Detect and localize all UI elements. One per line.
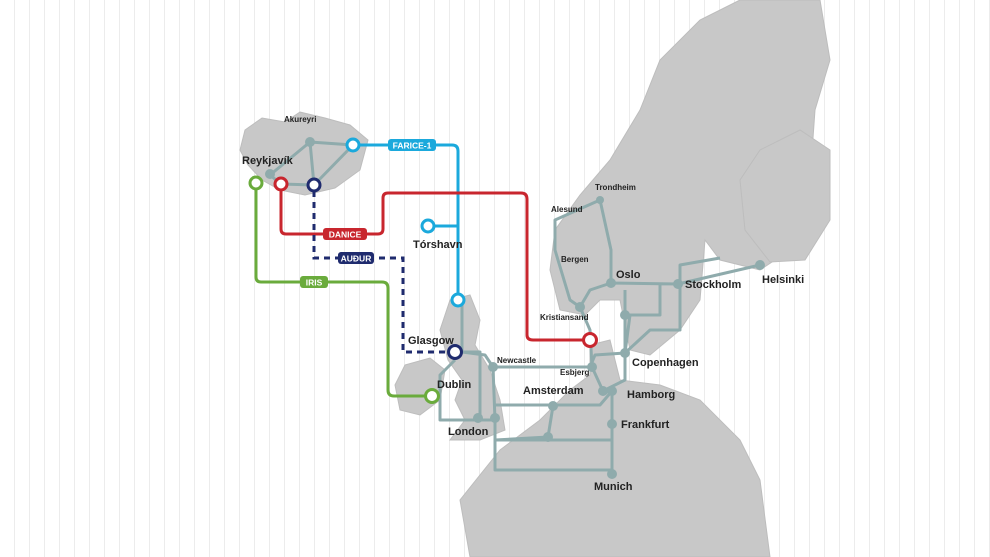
- city-dublin: Dublin: [437, 379, 471, 391]
- city-amsterdam: Amsterdam: [523, 385, 584, 397]
- cable-iris: IRIS: [248, 175, 440, 404]
- city-trondheim: Trondheim: [595, 183, 636, 192]
- city-stockholm: Stockholm: [685, 279, 741, 291]
- city-akureyri: Akureyri: [284, 115, 316, 124]
- city-oslo: Oslo: [616, 269, 641, 281]
- nodes: [265, 137, 765, 479]
- city-copenhagen: Copenhagen: [632, 357, 699, 369]
- city-esbjerg: Esbjerg: [560, 368, 589, 377]
- city-glasgow: Glasgow: [408, 335, 454, 347]
- great-britain: [439, 294, 506, 441]
- city-kristiansand: Kristiansand: [540, 313, 589, 322]
- cable-danice: DANICE: [273, 176, 598, 348]
- cable-audur: AUÐUR: [306, 177, 463, 360]
- city-labels: Akureyri Reykjavík Tórshavn Glasgow Dubl…: [242, 115, 804, 493]
- audur-label: AUÐUR: [341, 254, 372, 264]
- city-bergen: Bergen: [561, 255, 589, 264]
- terrestrial-network: [265, 137, 765, 479]
- city-helsinki: Helsinki: [762, 274, 804, 286]
- city-torshavn: Tórshavn: [413, 239, 463, 251]
- cable-farice: FARICE-1: [345, 137, 466, 308]
- city-newcastle: Newcastle: [497, 356, 537, 365]
- city-munich: Munich: [594, 481, 633, 493]
- city-reykjavik: Reykjavík: [242, 155, 294, 167]
- city-hamborg: Hamborg: [627, 389, 675, 401]
- city-london: London: [448, 426, 489, 438]
- continental-europe: [459, 339, 771, 557]
- danice-label: DANICE: [329, 230, 362, 240]
- finland-east: [739, 129, 831, 263]
- iris-label: IRIS: [306, 278, 323, 288]
- city-alesund: Alesund: [551, 205, 583, 214]
- farice-label: FARICE-1: [393, 141, 432, 151]
- city-frankfurt: Frankfurt: [621, 419, 670, 431]
- landmass: [239, 0, 831, 557]
